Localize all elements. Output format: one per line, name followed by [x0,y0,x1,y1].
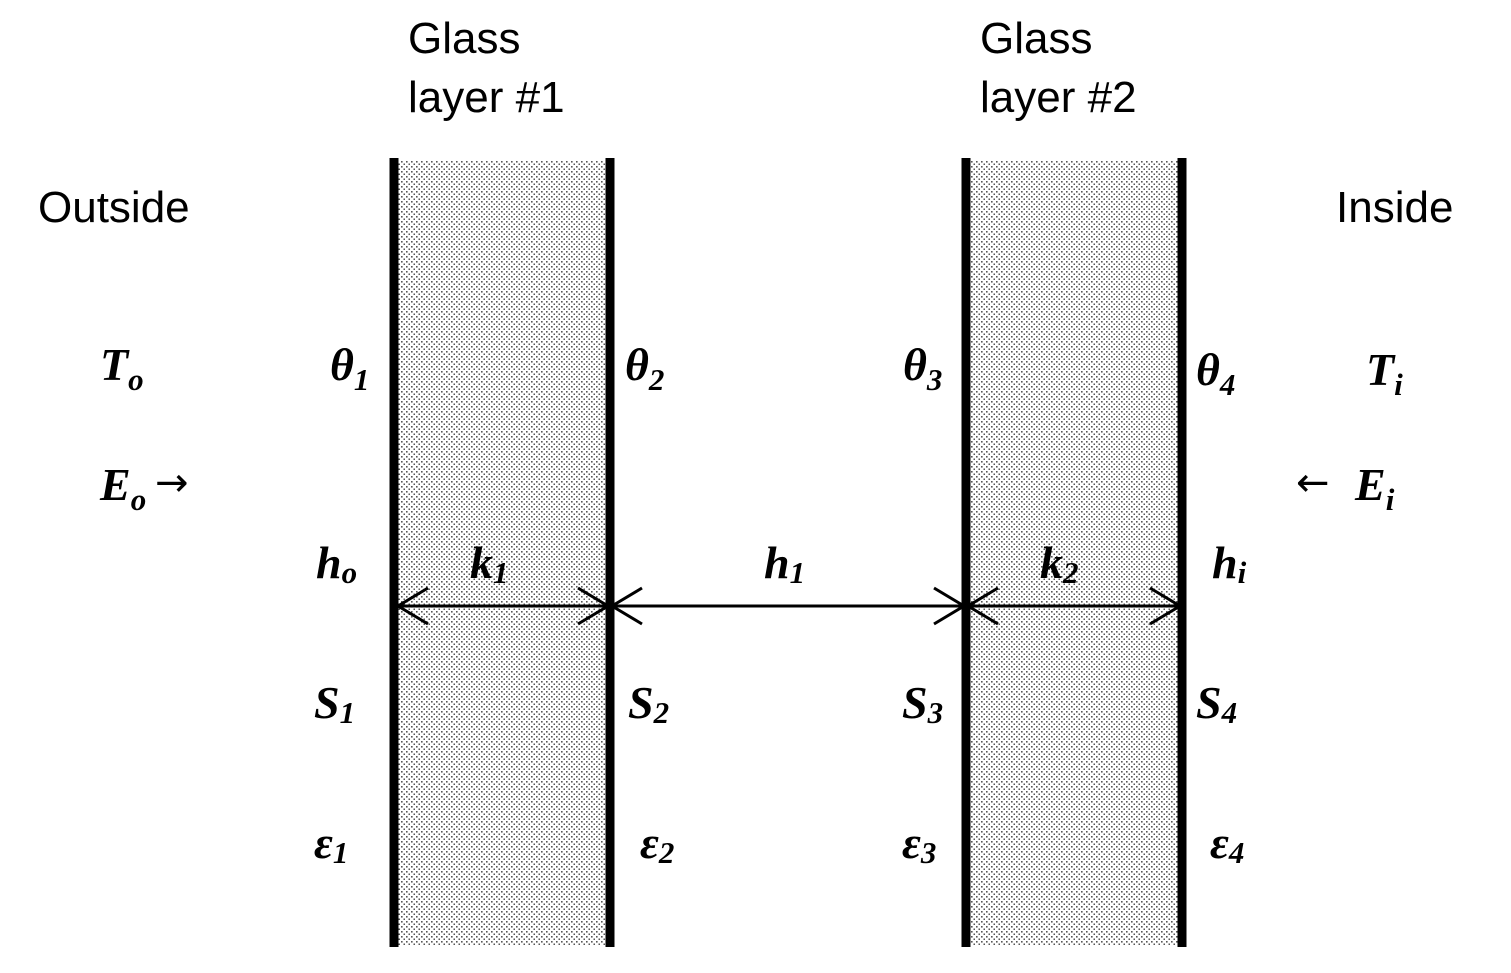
glass-2-conductivity: k2 [1040,537,1079,590]
outside-film-coefficient: ho [316,537,357,590]
emissivity-4: ε4 [1210,817,1244,870]
arrowhead-left-3 [965,586,999,626]
surface-temp-1: θ1 [330,339,369,397]
emissivity-1: ε1 [314,817,348,870]
emissivity-3: ε3 [902,817,936,870]
inside-film-coefficient: hi [1212,537,1247,590]
right-arrow-icon: → [155,460,189,506]
emissivity-2: ε2 [640,817,674,870]
inside-label: Inside [1336,183,1453,232]
outside-temperature: To [100,339,144,397]
absorbed-solar-2: S2 [628,677,669,730]
absorbed-solar-1: S1 [314,677,355,730]
inside-temperature: Ti [1366,344,1403,402]
outside-label: Outside [38,183,190,232]
surface-temp-2: θ2 [625,339,664,397]
glass-1-conductivity: k1 [470,537,509,590]
glass-layer-2-title-line2: layer #2 [980,73,1137,122]
arrowhead-right-2 [933,586,967,626]
surface-temp-3: θ3 [903,339,942,397]
glass-layer-2-title-line1: Glass [980,14,1092,63]
arrowhead-right-3 [1149,586,1183,626]
heat-transfer-arrow [395,586,1183,626]
arrowhead-left-2 [609,586,643,626]
arrowhead-left-1 [395,586,429,626]
gap-coefficient: h1 [764,537,805,590]
outside-radiation: Eo [99,459,146,517]
surface-temp-4: θ4 [1196,344,1235,402]
inside-radiation: Ei [1354,459,1395,517]
left-arrow-icon: ← [1296,460,1330,506]
arrowhead-right-1 [577,586,611,626]
glass-pane-2 [966,160,1182,945]
absorbed-solar-4: S4 [1196,677,1237,730]
glass-pane-1 [394,160,610,945]
absorbed-solar-3: S3 [902,677,943,730]
glass-layer-1-title-line1: Glass [408,14,520,63]
glass-layer-1-title-line2: layer #1 [408,73,565,122]
